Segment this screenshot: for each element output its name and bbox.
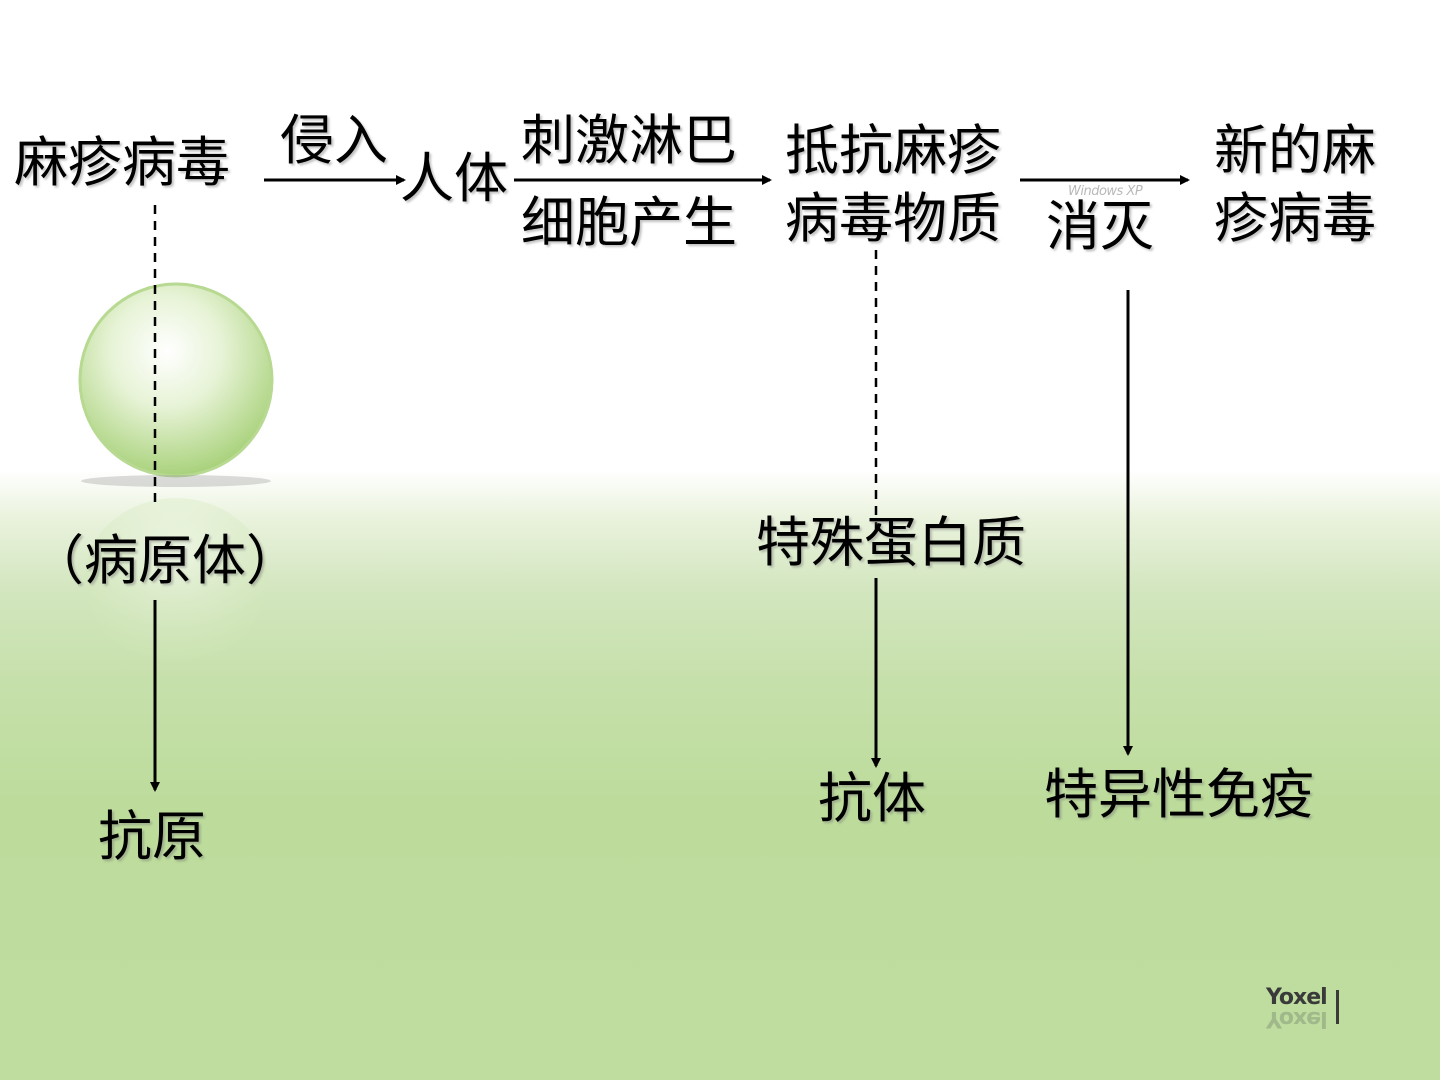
node-human-body: 人体	[400, 147, 508, 210]
logo-reflection: Yoxel	[1266, 1006, 1327, 1031]
logo-bar	[1336, 990, 1339, 1024]
node-new-measles-virus: 新的麻 疹病毒	[1210, 120, 1380, 250]
logo-text: Yoxel	[1266, 985, 1328, 1010]
node-antigen: 抗原	[98, 805, 206, 868]
node-resist-substance: 抵抗麻疹 病毒物质	[782, 120, 1004, 250]
node-resist-line-1: 抵抗麻疹	[785, 119, 1001, 182]
node-new-virus-line-1: 新的麻	[1214, 119, 1376, 182]
label-stimulate-line-1: 刺激淋巴	[521, 109, 737, 172]
label-eliminate: 消灭	[1046, 195, 1154, 258]
node-antibody: 抗体	[818, 767, 926, 830]
label-invade: 侵入	[280, 109, 388, 172]
node-special-protein: 特殊蛋白质	[756, 511, 1026, 574]
label-stimulate-lymphocytes: 刺激淋巴 细胞产生	[518, 110, 740, 254]
node-specific-immunity: 特异性免疫	[1044, 763, 1314, 826]
logo: Yoxel Yoxel	[1266, 985, 1342, 1031]
watermark-text: Windows XP	[1068, 184, 1143, 199]
node-new-virus-line-2: 疹病毒	[1214, 187, 1376, 250]
decorative-sphere	[78, 282, 274, 662]
label-stimulate-line-2: 细胞产生	[521, 191, 737, 254]
node-pathogen: （病原体）	[30, 529, 300, 592]
node-measles-virus: 麻疹病毒	[14, 131, 230, 194]
node-resist-line-2: 病毒物质	[785, 187, 1001, 250]
